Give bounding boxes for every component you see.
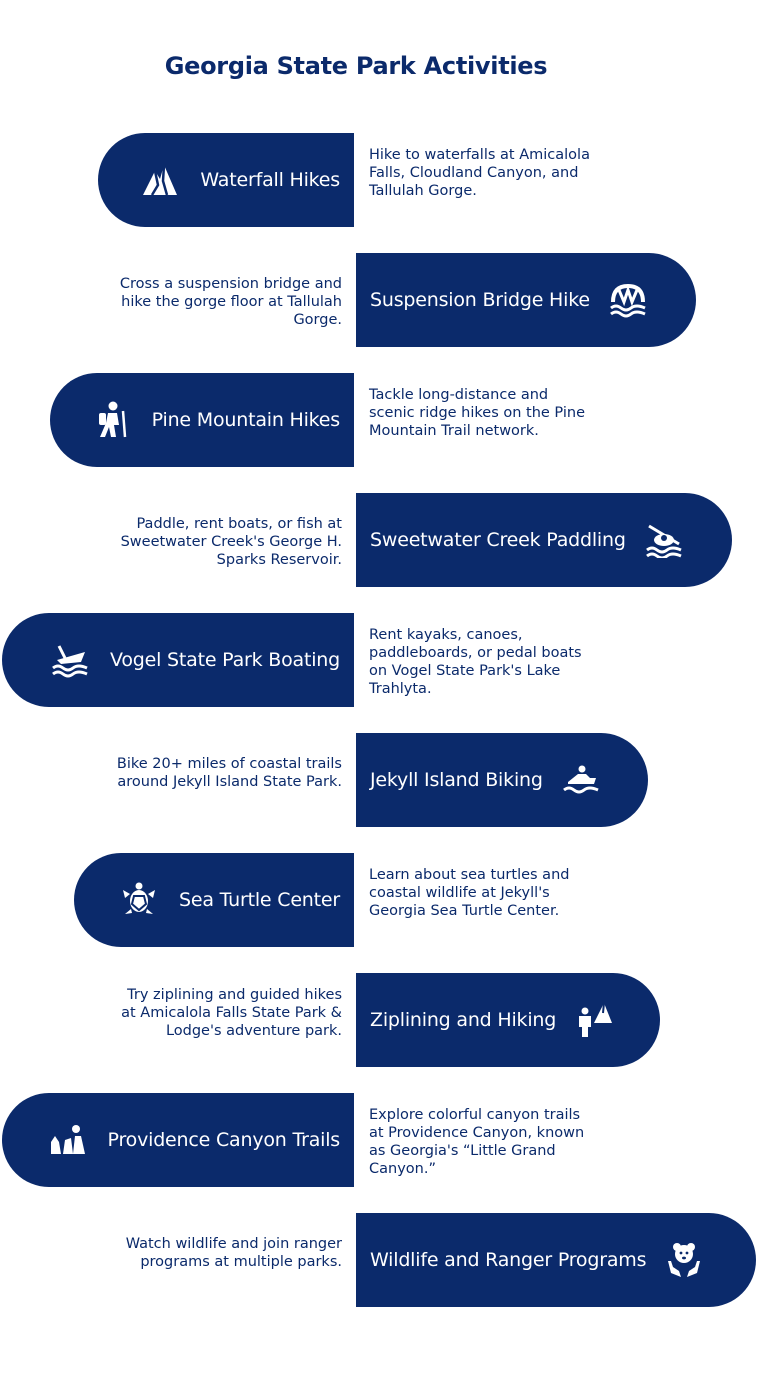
bridge-icon <box>608 280 648 320</box>
activity-label: Pine Mountain Hikes <box>151 409 341 431</box>
page-title: Georgia State Park Activities <box>164 52 548 80</box>
turtle-icon <box>119 880 159 920</box>
activity-description: Rent kayaks, canoes, paddleboards, or pe… <box>369 627 582 697</box>
activity-label: Ziplining and Hiking <box>370 1009 557 1031</box>
activity-pill-jekyll-island-biking[interactable]: Jekyll Island Biking <box>356 733 648 827</box>
activity-label: Providence Canyon Trails <box>107 1129 341 1151</box>
activity-label: Jekyll Island Biking <box>370 769 543 791</box>
mountain-icon <box>140 160 180 200</box>
activity-label: Vogel State Park Boating <box>110 649 340 671</box>
activity-pill-pine-mountain-hikes[interactable]: Pine Mountain Hikes <box>50 373 354 467</box>
activity-pill-vogel-state-park-boating[interactable]: Vogel State Park Boating <box>2 613 354 707</box>
canyon-icon <box>48 1120 88 1160</box>
activity-description: Try ziplining and guided hikes at Amical… <box>121 987 342 1039</box>
bear-icon <box>664 1240 704 1280</box>
people-mountain-icon <box>574 1000 614 1040</box>
activity-pill-sweetwater-creek-paddling[interactable]: Sweetwater Creek Paddling <box>356 493 732 587</box>
activity-description: Hike to waterfalls at Amicalola Falls, C… <box>369 147 590 199</box>
activity-label: Sweetwater Creek Paddling <box>370 529 626 551</box>
activity-description: Cross a suspension bridge and hike the g… <box>119 276 342 328</box>
activity-label: Sea Turtle Center <box>178 889 340 911</box>
activity-description: Watch wildlife and join ranger programs … <box>125 1236 342 1270</box>
activity-pill-sea-turtle-center[interactable]: Sea Turtle Center <box>74 853 354 947</box>
hiker-icon <box>92 400 132 440</box>
activity-pill-wildlife-and-ranger-programs[interactable]: Wildlife and Ranger Programs <box>356 1213 756 1307</box>
activity-label: Suspension Bridge Hike <box>370 289 590 311</box>
activity-description: Tackle long-distance and scenic ridge hi… <box>369 387 585 439</box>
activity-pill-providence-canyon-trails[interactable]: Providence Canyon Trails <box>2 1093 354 1187</box>
activity-label: Waterfall Hikes <box>200 169 340 191</box>
jetski-icon <box>561 760 601 800</box>
activity-description: Bike 20+ miles of coastal trails around … <box>116 756 342 790</box>
activity-pill-waterfall-hikes[interactable]: Waterfall Hikes <box>98 133 354 227</box>
boat-icon <box>50 640 90 680</box>
activity-description: Explore colorful canyon trails at Provid… <box>369 1107 585 1177</box>
kayak-icon <box>644 520 684 560</box>
activity-label: Wildlife and Ranger Programs <box>370 1249 647 1271</box>
activity-description: Paddle, rent boats, or fish at Sweetwate… <box>120 516 342 568</box>
activity-pill-suspension-bridge-hike[interactable]: Suspension Bridge Hike <box>356 253 696 347</box>
activity-pill-ziplining-and-hiking[interactable]: Ziplining and Hiking <box>356 973 660 1067</box>
activity-description: Learn about sea turtles and coastal wild… <box>369 867 570 919</box>
